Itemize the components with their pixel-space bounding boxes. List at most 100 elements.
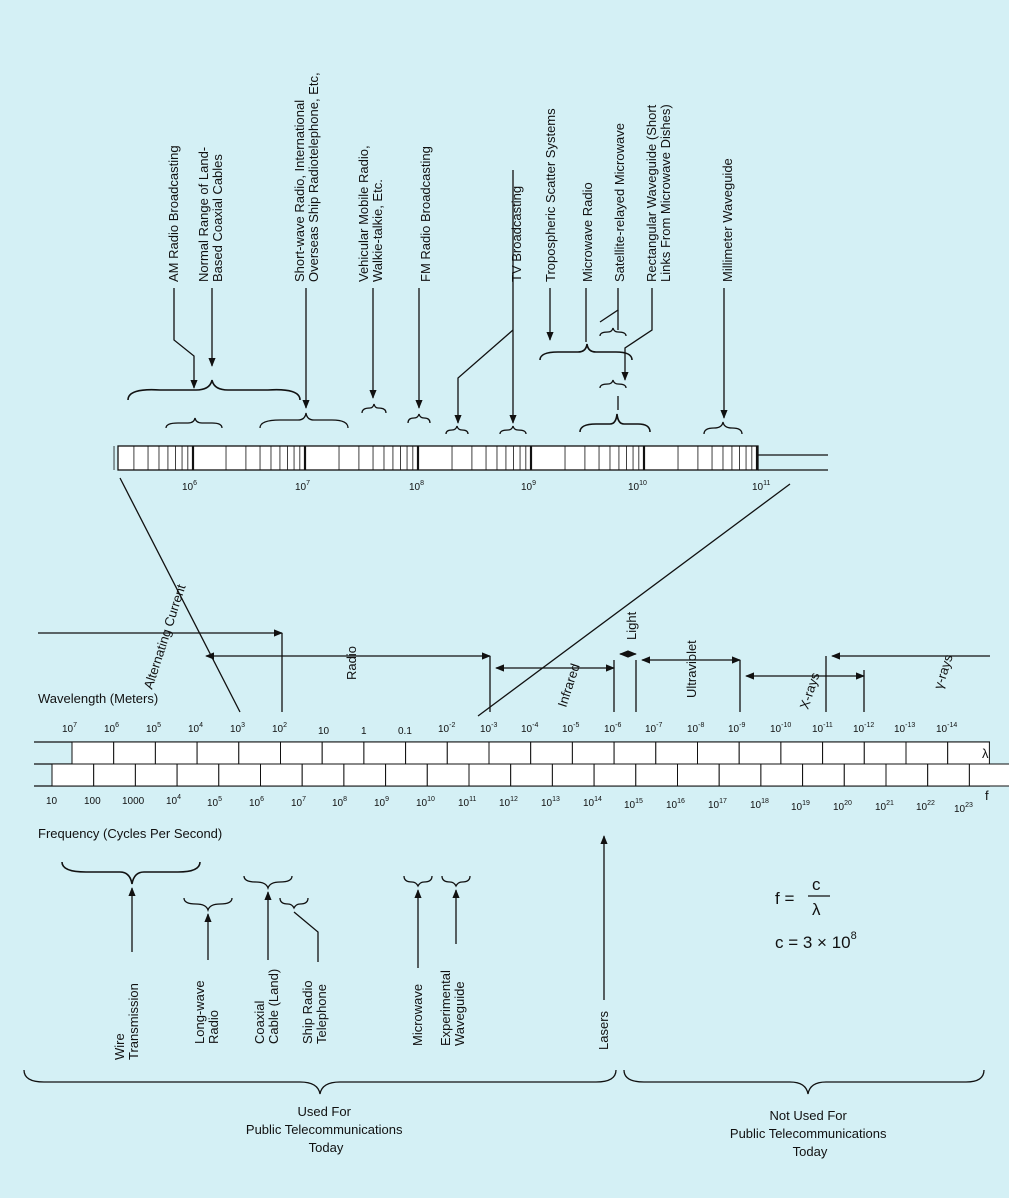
frequency-cell bbox=[51, 763, 95, 787]
wavelength-tick: 10-12 bbox=[853, 722, 874, 735]
fm-radio-label: FM Radio Broadcasting bbox=[418, 146, 433, 282]
not-used-label: Not Used For Public Telecommunications T… bbox=[730, 1108, 890, 1159]
frequency-tick: 1016 bbox=[666, 798, 685, 811]
wavelength-tick: 10-13 bbox=[894, 722, 915, 735]
ship-radio-telephone-label: Ship RadioTelephone bbox=[300, 980, 329, 1044]
wavelength-cell bbox=[446, 741, 490, 765]
wavelength-tick: 10-6 bbox=[604, 722, 621, 735]
rect-waveguide-label: Rectangular Waveguide (ShortLinks From M… bbox=[644, 104, 673, 282]
bottom-leader-lines bbox=[128, 835, 608, 1000]
frequency-cell bbox=[927, 763, 970, 787]
wavelength-cell bbox=[738, 741, 782, 765]
tv-label: TV Broadcasting bbox=[509, 186, 524, 282]
wavelength-cell bbox=[905, 741, 949, 765]
formula-f: f = bbox=[775, 889, 794, 908]
frequency-cell bbox=[968, 763, 1009, 787]
formula-numerator: c bbox=[812, 875, 821, 894]
wavelength-cell bbox=[863, 741, 907, 765]
frequency-cell bbox=[426, 763, 470, 787]
lasers-label: Lasers bbox=[596, 1010, 611, 1050]
wire-transmission-label: WireTransmission bbox=[112, 983, 141, 1060]
zoom-connectors bbox=[119, 477, 791, 717]
wavelength-tick: 0.1 bbox=[398, 726, 412, 737]
alternating-current-label: Alternating Current bbox=[141, 582, 189, 691]
frequency-ticks: 10 100 1000 104 105 106 107 108 109 1010… bbox=[46, 794, 973, 815]
frequency-tick: 1022 bbox=[916, 800, 935, 813]
wavelength-tick: 10-2 bbox=[438, 722, 455, 735]
wavelength-cell bbox=[405, 741, 448, 765]
wavelength-tick: 10-11 bbox=[812, 722, 833, 735]
usage-labels: Used For Public Telecommunications Today… bbox=[246, 1104, 890, 1159]
top-leader-lines bbox=[173, 170, 728, 424]
mm-waveguide-label: Millimeter Waveguide bbox=[720, 158, 735, 282]
wavelength-cell bbox=[113, 741, 156, 765]
wavelength-cell bbox=[363, 741, 407, 765]
wavelength-cell bbox=[238, 741, 282, 765]
wavelength-tick: 10-4 bbox=[521, 722, 538, 735]
frequency-tick: 1013 bbox=[541, 796, 560, 809]
frequency-cell bbox=[176, 763, 220, 787]
wavelength-tick: 10-5 bbox=[562, 722, 579, 735]
frequency-cell bbox=[593, 763, 637, 787]
frequency-cell bbox=[260, 763, 303, 787]
frequency-tick: 1019 bbox=[791, 800, 810, 813]
frequency-cell bbox=[635, 763, 678, 787]
frequency-cell bbox=[343, 763, 387, 787]
experimental-waveguide-label: ExperimentalWaveguide bbox=[438, 970, 467, 1046]
wavelength-ticks: 107 106 105 104 103 102 10 1 0.1 10-2 10… bbox=[62, 722, 957, 737]
top-application-labels: AM Radio Broadcasting Normal Range of La… bbox=[166, 72, 735, 282]
used-label: Used For Public Telecommunications Today bbox=[246, 1104, 406, 1155]
frequency-cell bbox=[760, 763, 804, 787]
frequency-cell bbox=[885, 763, 929, 787]
frequency-tick: 1014 bbox=[583, 796, 602, 809]
frequency-tick: 104 bbox=[166, 794, 181, 807]
longwave-radio-label: Long-waveRadio bbox=[192, 980, 221, 1044]
frequency-cell bbox=[802, 763, 845, 787]
frequency-tick: 1012 bbox=[499, 796, 518, 809]
satellite-label: Satellite-relayed Microwave bbox=[612, 123, 627, 282]
frequency-tick: 10 bbox=[46, 796, 58, 807]
frequency-cell bbox=[677, 763, 720, 787]
vehicular-label: Vehicular Mobile Radio,Walkie-talkie, Et… bbox=[356, 145, 385, 282]
light-label: Light bbox=[624, 611, 639, 640]
frequency-cell bbox=[134, 763, 178, 787]
microwave-bottom-label: Microwave bbox=[410, 984, 425, 1046]
microwave-radio-label: Microwave Radio bbox=[580, 182, 595, 282]
usage-braces bbox=[23, 1069, 985, 1095]
wavelength-tick: 10-9 bbox=[728, 722, 745, 735]
frequency-tick: 1017 bbox=[708, 798, 727, 811]
top-tick: 1011 bbox=[752, 480, 770, 493]
frequency-cell bbox=[843, 763, 887, 787]
wavelength-tick: 107 bbox=[62, 722, 77, 735]
wavelength-cell bbox=[822, 741, 865, 765]
top-tick: 1010 bbox=[628, 480, 647, 493]
wavelength-axis-label: Wavelength (Meters) bbox=[38, 691, 158, 706]
wavelength-tick: 104 bbox=[188, 722, 203, 735]
formula: f = c λ c = 3 × 108 bbox=[775, 875, 857, 952]
top-frequency-strip bbox=[113, 445, 828, 471]
wavelength-tick: 10-14 bbox=[936, 722, 957, 735]
coaxial-cable-label: CoaxialCable (Land) bbox=[252, 969, 281, 1044]
top-braces bbox=[127, 327, 743, 435]
frequency-tick: 1021 bbox=[875, 800, 894, 813]
wavelength-tick: 10 bbox=[318, 726, 330, 737]
ultraviolet-label: Ultraviolet bbox=[684, 640, 699, 698]
formula-denominator: λ bbox=[812, 900, 821, 919]
coaxial-range-label: Normal Range of Land-Based Coaxial Cable… bbox=[196, 147, 225, 282]
frequency-tick: 107 bbox=[291, 796, 306, 809]
f-symbol: f bbox=[985, 788, 989, 803]
frequency-axis-label: Frequency (Cycles Per Second) bbox=[38, 826, 222, 841]
wavelength-cell bbox=[655, 741, 698, 765]
wavelength-cell bbox=[780, 741, 824, 765]
top-tick: 108 bbox=[409, 480, 424, 493]
frequency-tick: 1000 bbox=[122, 796, 145, 807]
frequency-cell bbox=[468, 763, 512, 787]
wavelength-cell bbox=[571, 741, 615, 765]
wavelength-cell bbox=[71, 741, 115, 765]
frequency-tick: 105 bbox=[207, 796, 222, 809]
frequency-cell bbox=[551, 763, 595, 787]
bottom-application-labels: WireTransmission Long-waveRadio CoaxialC… bbox=[112, 969, 611, 1060]
lambda-symbol: λ bbox=[982, 746, 989, 761]
gamma-rays-label: γ-rays bbox=[931, 652, 956, 691]
main-spectrum-bar: λ f bbox=[34, 741, 1009, 803]
